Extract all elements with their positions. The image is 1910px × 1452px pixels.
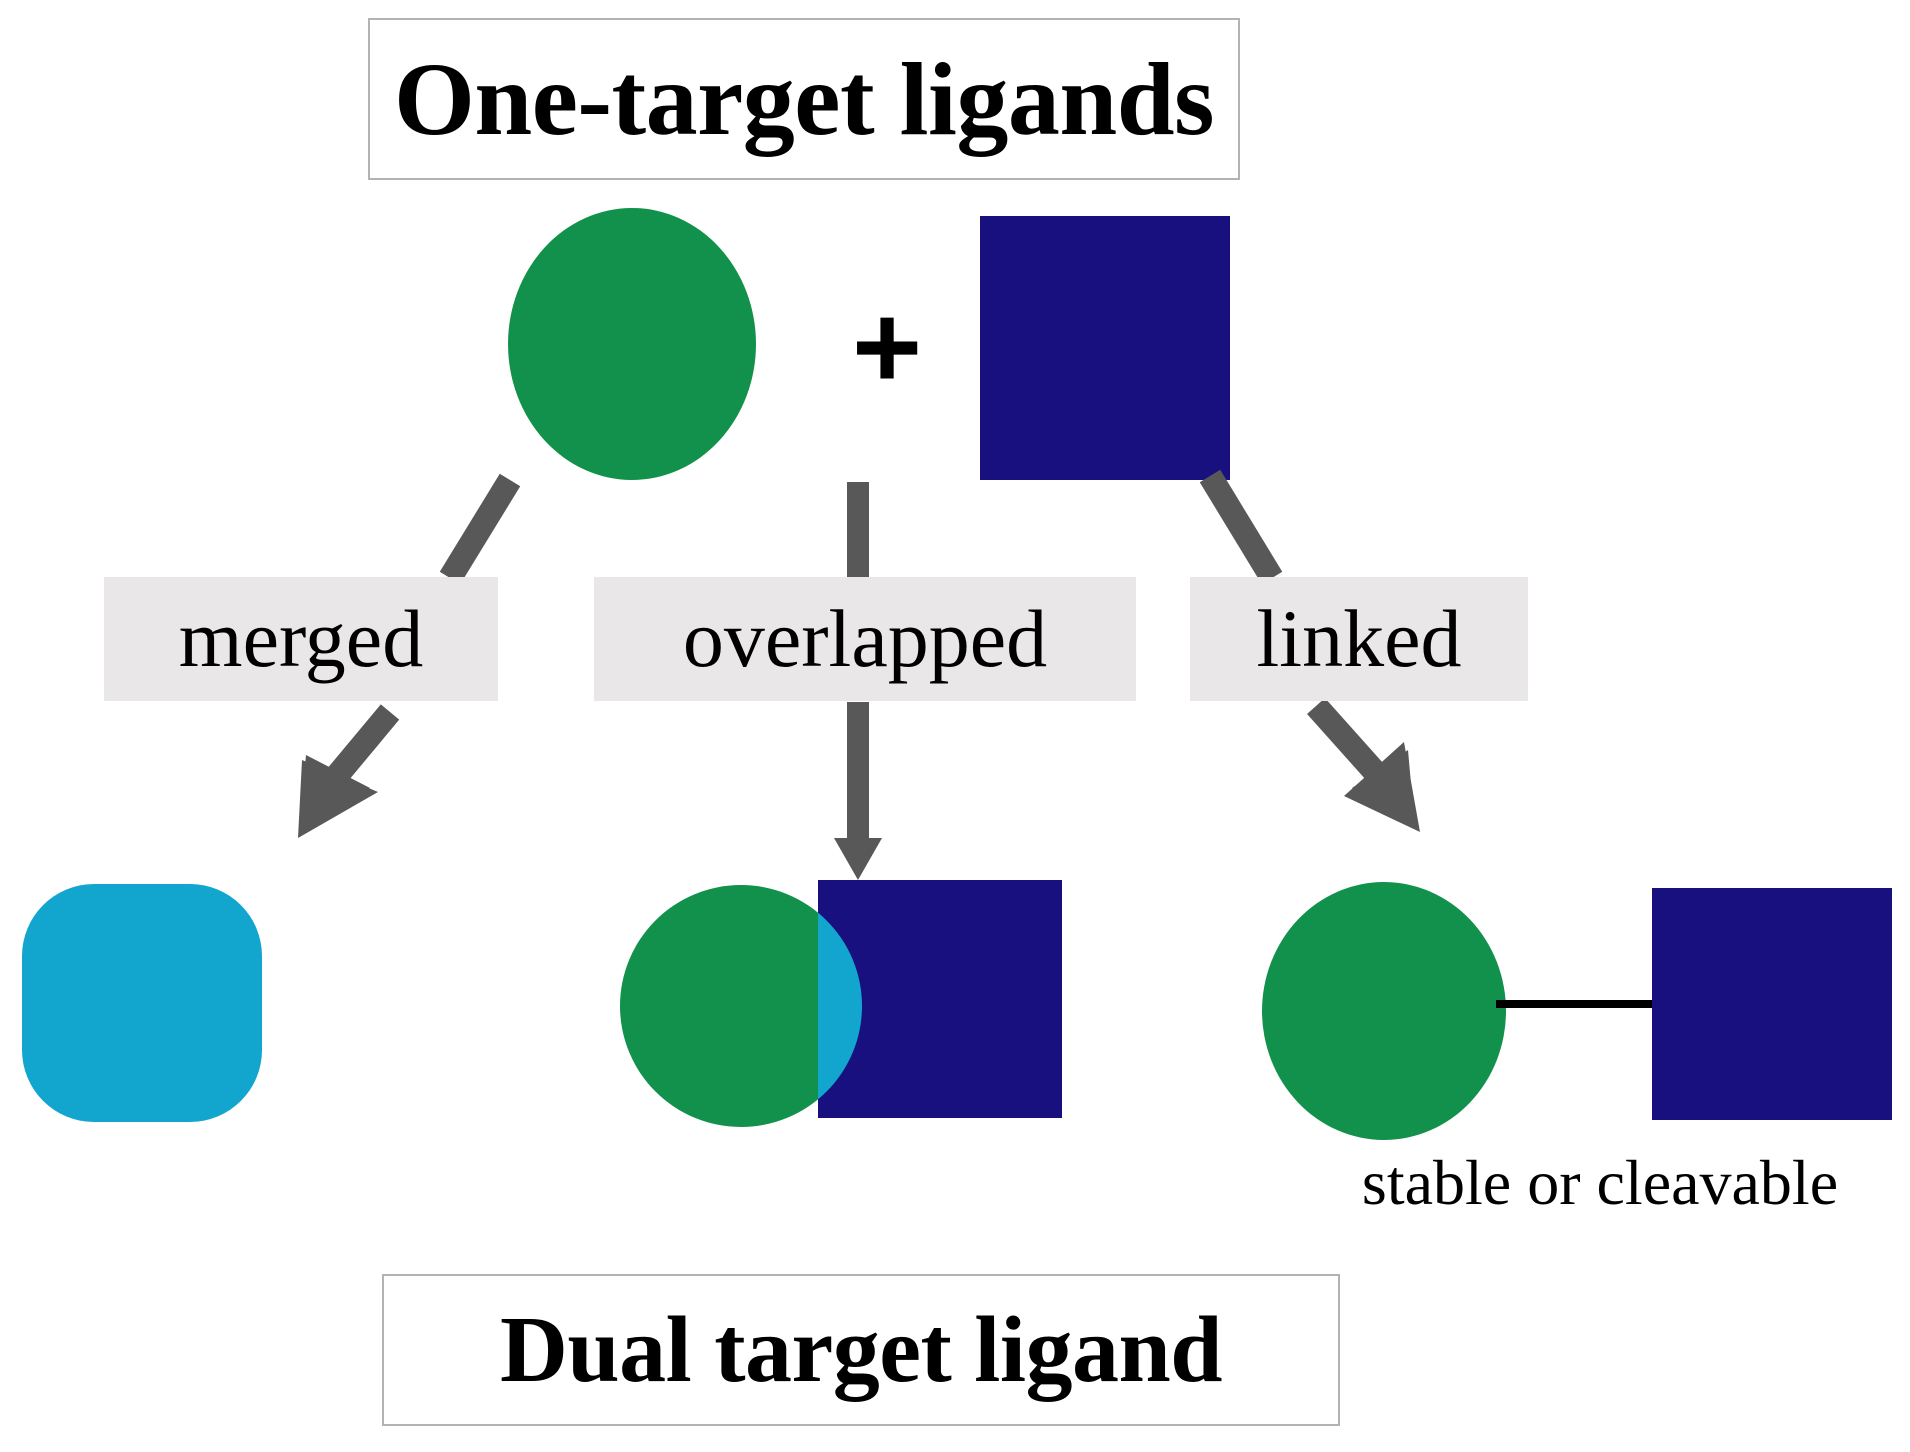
ligand-a-circle bbox=[508, 208, 756, 480]
pathway-label-linked: linked bbox=[1190, 577, 1528, 701]
pathway-label-overlapped: overlapped bbox=[594, 577, 1136, 701]
pathway-label-overlapped-text: overlapped bbox=[682, 593, 1048, 684]
linked-circle bbox=[1262, 882, 1506, 1140]
overlapped-circle bbox=[620, 885, 818, 1127]
linker-caption-text: stable or cleavable bbox=[1361, 1147, 1839, 1218]
merged-product-shape bbox=[22, 884, 262, 1122]
overlapped-circle-clip bbox=[620, 880, 818, 1128]
ligand-b-square bbox=[980, 216, 1230, 480]
bottom-title-text: Dual target ligand bbox=[499, 1298, 1223, 1402]
overlapped-product-shape bbox=[620, 880, 1064, 1128]
top-title-text: One-target ligands bbox=[393, 41, 1215, 157]
top-title-box: One-target ligands bbox=[368, 18, 1240, 180]
linker-bond bbox=[1496, 1000, 1658, 1008]
linked-square bbox=[1652, 888, 1892, 1120]
pathway-label-linked-text: linked bbox=[1256, 593, 1462, 684]
pathway-label-merged: merged bbox=[104, 577, 498, 701]
overlapped-intersection bbox=[818, 880, 1062, 1118]
plus-icon: + bbox=[851, 280, 923, 414]
bottom-title-box: Dual target ligand bbox=[382, 1274, 1340, 1426]
pathway-label-merged-text: merged bbox=[178, 593, 424, 684]
